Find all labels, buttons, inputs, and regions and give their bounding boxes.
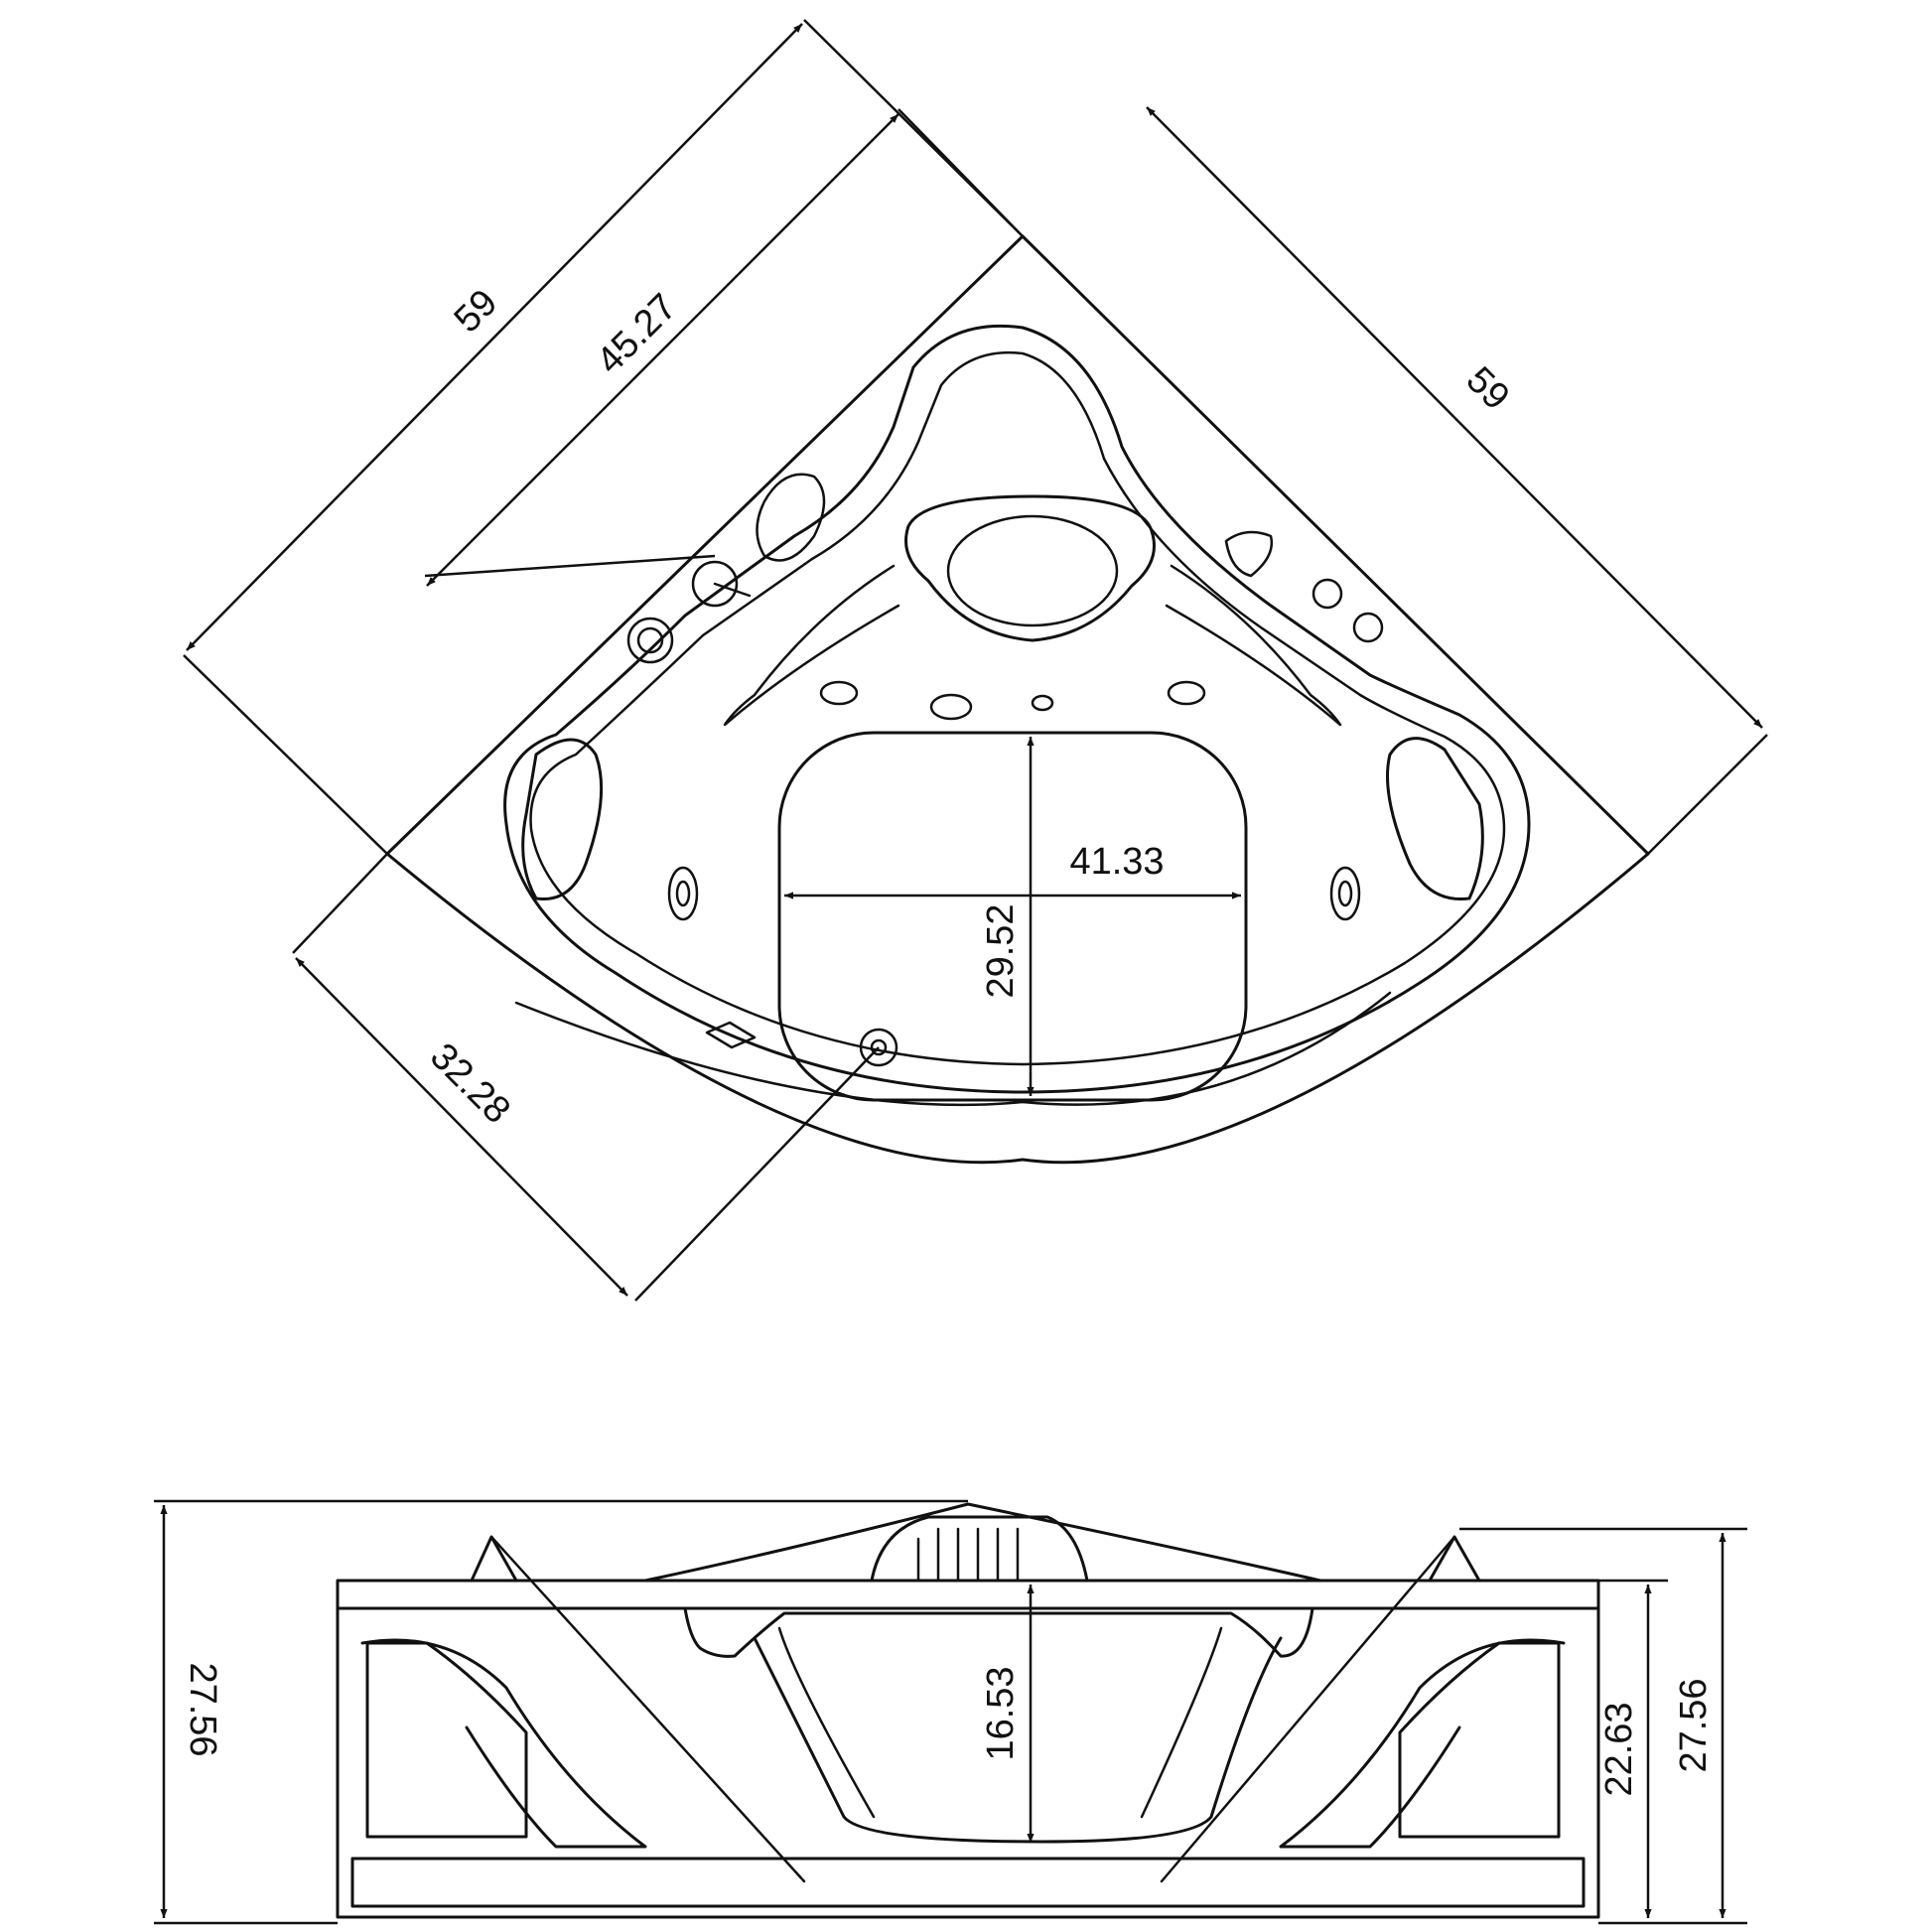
control-knob-right-1-icon [1311, 578, 1343, 610]
basin-floor [777, 731, 1248, 1102]
side-headrest-vents [916, 1527, 1020, 1581]
side-left-support [365, 1641, 528, 1839]
shower-head-icon [1224, 530, 1274, 578]
side-right-wing [1279, 1638, 1566, 1849]
dim-label-basin-length: 29.52 [980, 903, 1022, 998]
jet-seat-2-icon [929, 693, 973, 721]
dim-label-inner-depth: 16.53 [980, 1666, 1022, 1760]
dim-label-basin-width: 41.33 [1069, 841, 1164, 883]
jet-seat-4-icon [1167, 680, 1206, 706]
dim-label-height-right-inner: 22.63 [1598, 1702, 1640, 1796]
side-view: 27.56 16.53 22.63 27.56 [154, 1499, 1747, 1925]
dim-label-height-left: 27.56 [182, 1662, 223, 1756]
right-armrest [1386, 737, 1484, 901]
jet-left-icon [667, 866, 699, 921]
dim-label-height-right: 27.56 [1673, 1678, 1715, 1772]
side-diagonal-left [489, 1535, 806, 1883]
dim-line-side-right [1146, 106, 1763, 729]
control-knob-left-icon [626, 617, 674, 664]
dim-line-side-left-inner [426, 113, 899, 587]
side-base [350, 1857, 1586, 1908]
side-headrest [870, 1515, 1089, 1583]
pillow-left-icon [756, 473, 826, 562]
drain-icon [859, 1028, 898, 1067]
jet-right-icon [1329, 866, 1361, 921]
tub-front-inner-curve [514, 991, 1392, 1107]
overflow-icon [705, 1021, 757, 1049]
left-armrest [521, 738, 604, 901]
dim-label-side-left-inner: 45.27 [589, 286, 685, 382]
tub-back-edges [385, 234, 1650, 856]
tub-front-curve [385, 852, 1650, 1165]
side-basin-inner [777, 1626, 1223, 1819]
basin-rim-inner [529, 350, 1506, 1066]
side-right-support [1398, 1641, 1561, 1839]
side-extension-lines [154, 1499, 1747, 1925]
dim-line-front-depth [295, 957, 628, 1297]
seat-left-wing [723, 564, 900, 727]
side-body-outline [336, 1579, 1600, 1919]
control-knob-right-2-icon [1352, 612, 1384, 643]
side-left-wing [360, 1638, 647, 1849]
jet-seat-3-icon [1031, 694, 1054, 712]
dim-label-side-left: 59 [447, 282, 506, 342]
jets [667, 680, 1361, 1067]
side-basin-profile [683, 1606, 1314, 1844]
headrest-pad [946, 514, 1119, 627]
top-view: 59 45.27 59 32.28 41.33 29.52 [183, 19, 1768, 1302]
top-extension-lines [183, 19, 1768, 1302]
basin-rim [503, 324, 1531, 1094]
dim-label-front-depth: 32.28 [422, 1035, 518, 1132]
jet-seat-1-icon [819, 680, 859, 706]
side-diagonal-right [1160, 1535, 1456, 1883]
dim-label-side-right: 59 [1458, 359, 1518, 419]
